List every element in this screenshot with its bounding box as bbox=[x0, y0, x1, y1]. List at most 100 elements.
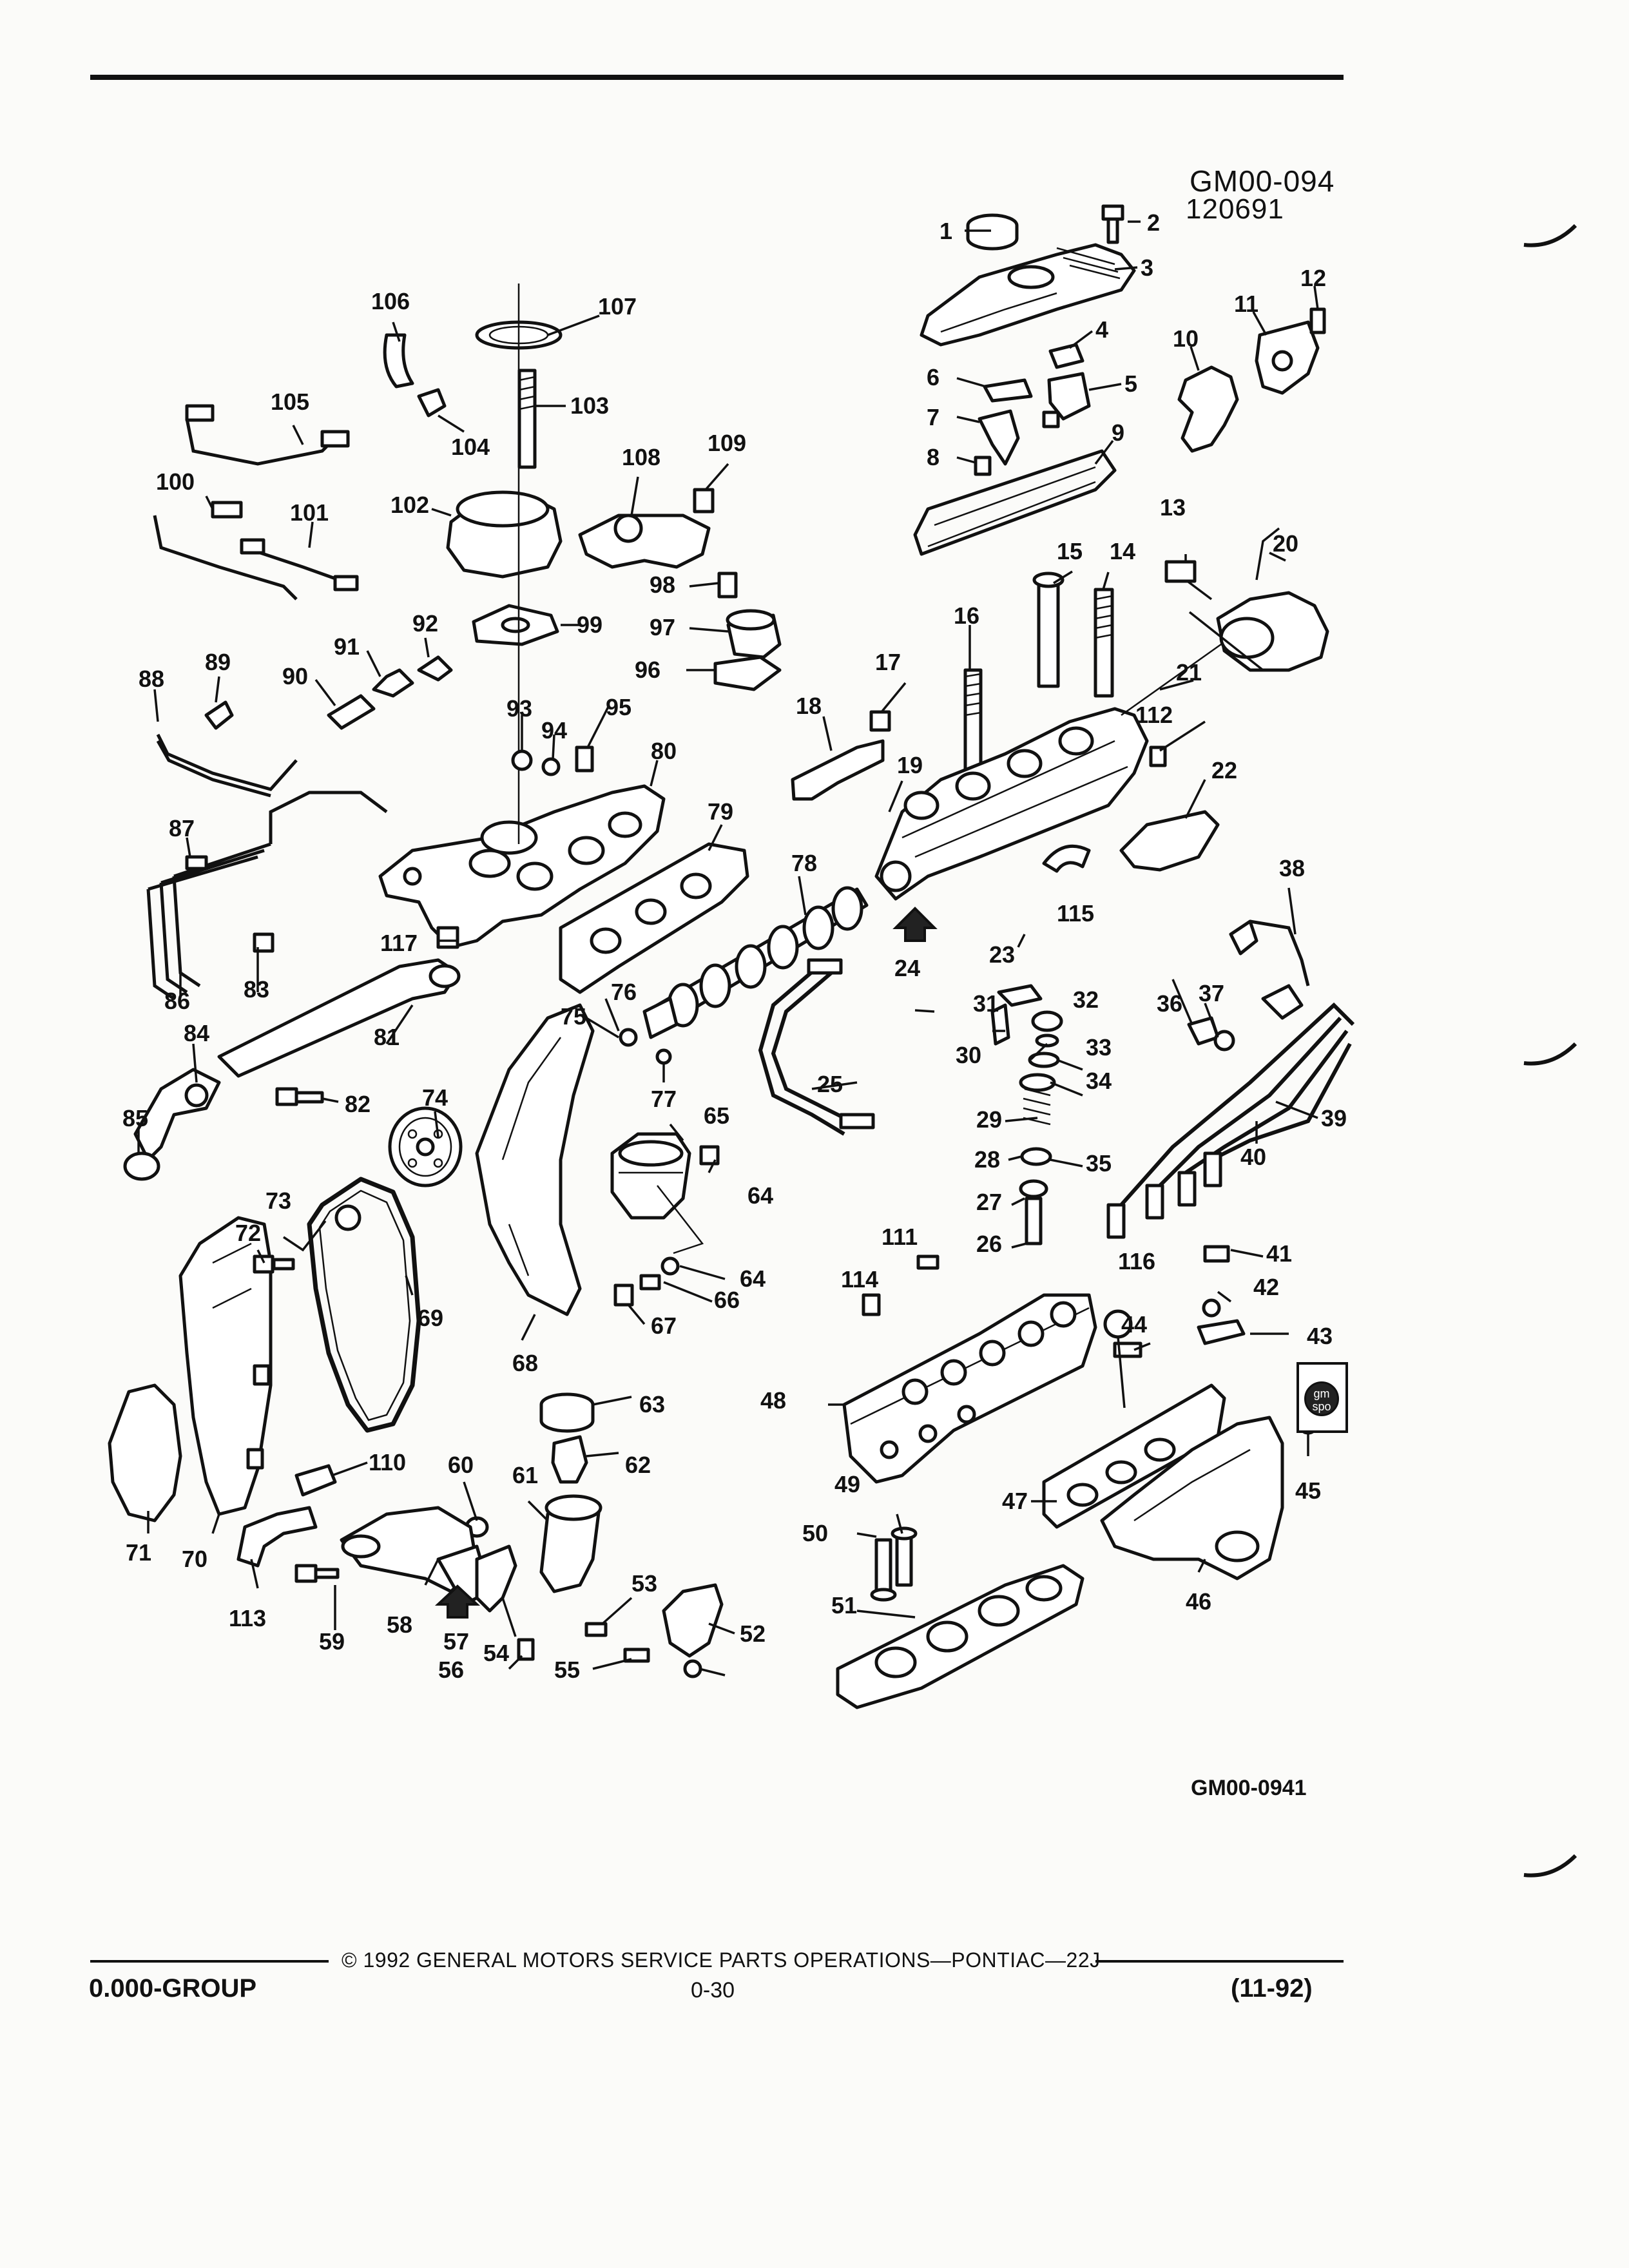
callout-20: 20 bbox=[1273, 530, 1298, 557]
callout-94: 94 bbox=[541, 717, 567, 744]
callout-48: 48 bbox=[760, 1387, 786, 1414]
callout-58: 58 bbox=[387, 1611, 412, 1638]
valve-train-illustration bbox=[990, 984, 1063, 1245]
callout-60: 60 bbox=[448, 1452, 474, 1478]
callout-102: 102 bbox=[390, 492, 429, 518]
valve-cover-illustration bbox=[920, 243, 1136, 347]
callout-112: 112 bbox=[1135, 702, 1173, 728]
callout-16: 16 bbox=[954, 602, 979, 629]
callout-33: 33 bbox=[1086, 1034, 1112, 1061]
water-pump-illustration bbox=[610, 1132, 720, 1307]
callout-107: 107 bbox=[598, 293, 637, 320]
callout-8: 8 bbox=[927, 444, 940, 470]
callout-61: 61 bbox=[512, 1462, 538, 1488]
callout-93: 93 bbox=[506, 695, 532, 722]
callout-labels: 1 2 3 4 5 6 7 8 9 10 11 12 13 14 15 16 1… bbox=[122, 209, 1347, 1683]
camshaft-housing-illustration bbox=[874, 707, 1149, 901]
callout-13: 13 bbox=[1160, 494, 1186, 521]
callout-72: 72 bbox=[235, 1220, 261, 1246]
callout-104: 104 bbox=[451, 434, 490, 460]
fuel-pipe-illustration bbox=[758, 958, 875, 1136]
egr-valve-illustration bbox=[713, 572, 782, 691]
callout-26: 26 bbox=[976, 1231, 1002, 1257]
callout-114: 114 bbox=[841, 1266, 878, 1293]
callout-69: 69 bbox=[418, 1305, 443, 1331]
bolt-82-illustration bbox=[275, 1087, 324, 1106]
callout-57: 57 bbox=[443, 1628, 469, 1655]
nuts-93-95-illustration bbox=[511, 745, 594, 776]
callout-99: 99 bbox=[577, 611, 602, 638]
callout-4: 4 bbox=[1095, 316, 1108, 343]
bracket-10-illustration bbox=[1177, 365, 1239, 453]
callout-64b: 64 bbox=[747, 1182, 773, 1209]
callout-45: 45 bbox=[1295, 1477, 1321, 1504]
camshaft-illustration bbox=[619, 886, 869, 1065]
callout-50: 50 bbox=[802, 1520, 828, 1546]
callout-19: 19 bbox=[897, 752, 923, 778]
binding-mark-3 bbox=[1523, 1854, 1577, 1878]
callout-63: 63 bbox=[639, 1391, 665, 1418]
gm-spo-logo: gm spo bbox=[1304, 1381, 1339, 1416]
callout-51: 51 bbox=[831, 1592, 857, 1619]
callout-95: 95 bbox=[606, 694, 631, 720]
callout-88: 88 bbox=[139, 666, 164, 692]
footer-date: (11-92) bbox=[1231, 1974, 1313, 2003]
callout-37: 37 bbox=[1199, 980, 1224, 1006]
callout-64: 64 bbox=[740, 1265, 766, 1292]
rear-timing-cover-illustration bbox=[475, 1003, 595, 1316]
callout-15: 15 bbox=[1057, 538, 1083, 564]
callout-6: 6 bbox=[927, 364, 940, 390]
distributor-illustration bbox=[1164, 527, 1329, 672]
callout-11: 11 bbox=[1234, 291, 1258, 317]
hose-115-illustration bbox=[1042, 844, 1091, 873]
binding-mark-2 bbox=[1523, 1042, 1577, 1066]
callout-73: 73 bbox=[265, 1187, 291, 1214]
callout-77: 77 bbox=[651, 1086, 677, 1112]
intake-manifold-illustration bbox=[378, 784, 666, 949]
callout-76: 76 bbox=[611, 979, 637, 1005]
bracket-85-illustration bbox=[123, 1068, 221, 1181]
callout-29: 29 bbox=[976, 1106, 1002, 1133]
hose-113-illustration bbox=[236, 1464, 337, 1568]
footer-group: 0.000-GROUP bbox=[89, 1974, 257, 2003]
cylinder-head-illustration bbox=[842, 1293, 1097, 1484]
callout-3: 3 bbox=[1141, 255, 1153, 281]
vacuum-tubes-illustration bbox=[153, 404, 359, 601]
binding-mark-1 bbox=[1523, 224, 1577, 247]
arrow-marker-24 bbox=[892, 907, 938, 942]
callout-110: 110 bbox=[369, 1449, 406, 1475]
hose-106-illustration bbox=[383, 333, 447, 418]
callout-28: 28 bbox=[974, 1146, 1000, 1173]
head-bolts-illustration bbox=[870, 1526, 918, 1602]
callout-22: 22 bbox=[1211, 757, 1237, 783]
callout-47: 47 bbox=[1002, 1488, 1028, 1514]
bolt-2-illustration bbox=[1101, 204, 1124, 244]
callout-44: 44 bbox=[1121, 1311, 1147, 1338]
callout-25: 25 bbox=[817, 1071, 843, 1097]
callout-103: 103 bbox=[570, 392, 609, 419]
callout-31: 31 bbox=[973, 990, 999, 1017]
callout-116: 116 bbox=[1118, 1248, 1155, 1274]
fasteners-111-114-illustration bbox=[862, 1254, 940, 1316]
callout-2: 2 bbox=[1147, 209, 1160, 236]
callout-86: 86 bbox=[164, 988, 190, 1014]
callout-17: 17 bbox=[875, 649, 901, 675]
leader-lines bbox=[137, 220, 1319, 1677]
footer-rule-right bbox=[1095, 1960, 1344, 1963]
callout-23: 23 bbox=[989, 941, 1015, 968]
callout-68: 68 bbox=[512, 1350, 538, 1376]
callout-27: 27 bbox=[976, 1189, 1002, 1215]
bracket-cluster-illustration bbox=[974, 343, 1091, 476]
callout-1: 1 bbox=[940, 218, 952, 244]
callout-49: 49 bbox=[834, 1471, 860, 1497]
front-timing-cover-illustration bbox=[108, 1216, 295, 1523]
callout-39: 39 bbox=[1321, 1105, 1347, 1131]
header-rule bbox=[90, 75, 1344, 80]
footer-rule-left bbox=[90, 1960, 329, 1963]
callout-81: 81 bbox=[374, 1024, 400, 1050]
footer-copyright: © 1992 GENERAL MOTORS SERVICE PARTS OPER… bbox=[342, 1948, 1101, 1972]
footer-page: 0-30 bbox=[691, 1978, 735, 2003]
callout-106: 106 bbox=[371, 288, 410, 314]
callout-34: 34 bbox=[1086, 1068, 1112, 1094]
